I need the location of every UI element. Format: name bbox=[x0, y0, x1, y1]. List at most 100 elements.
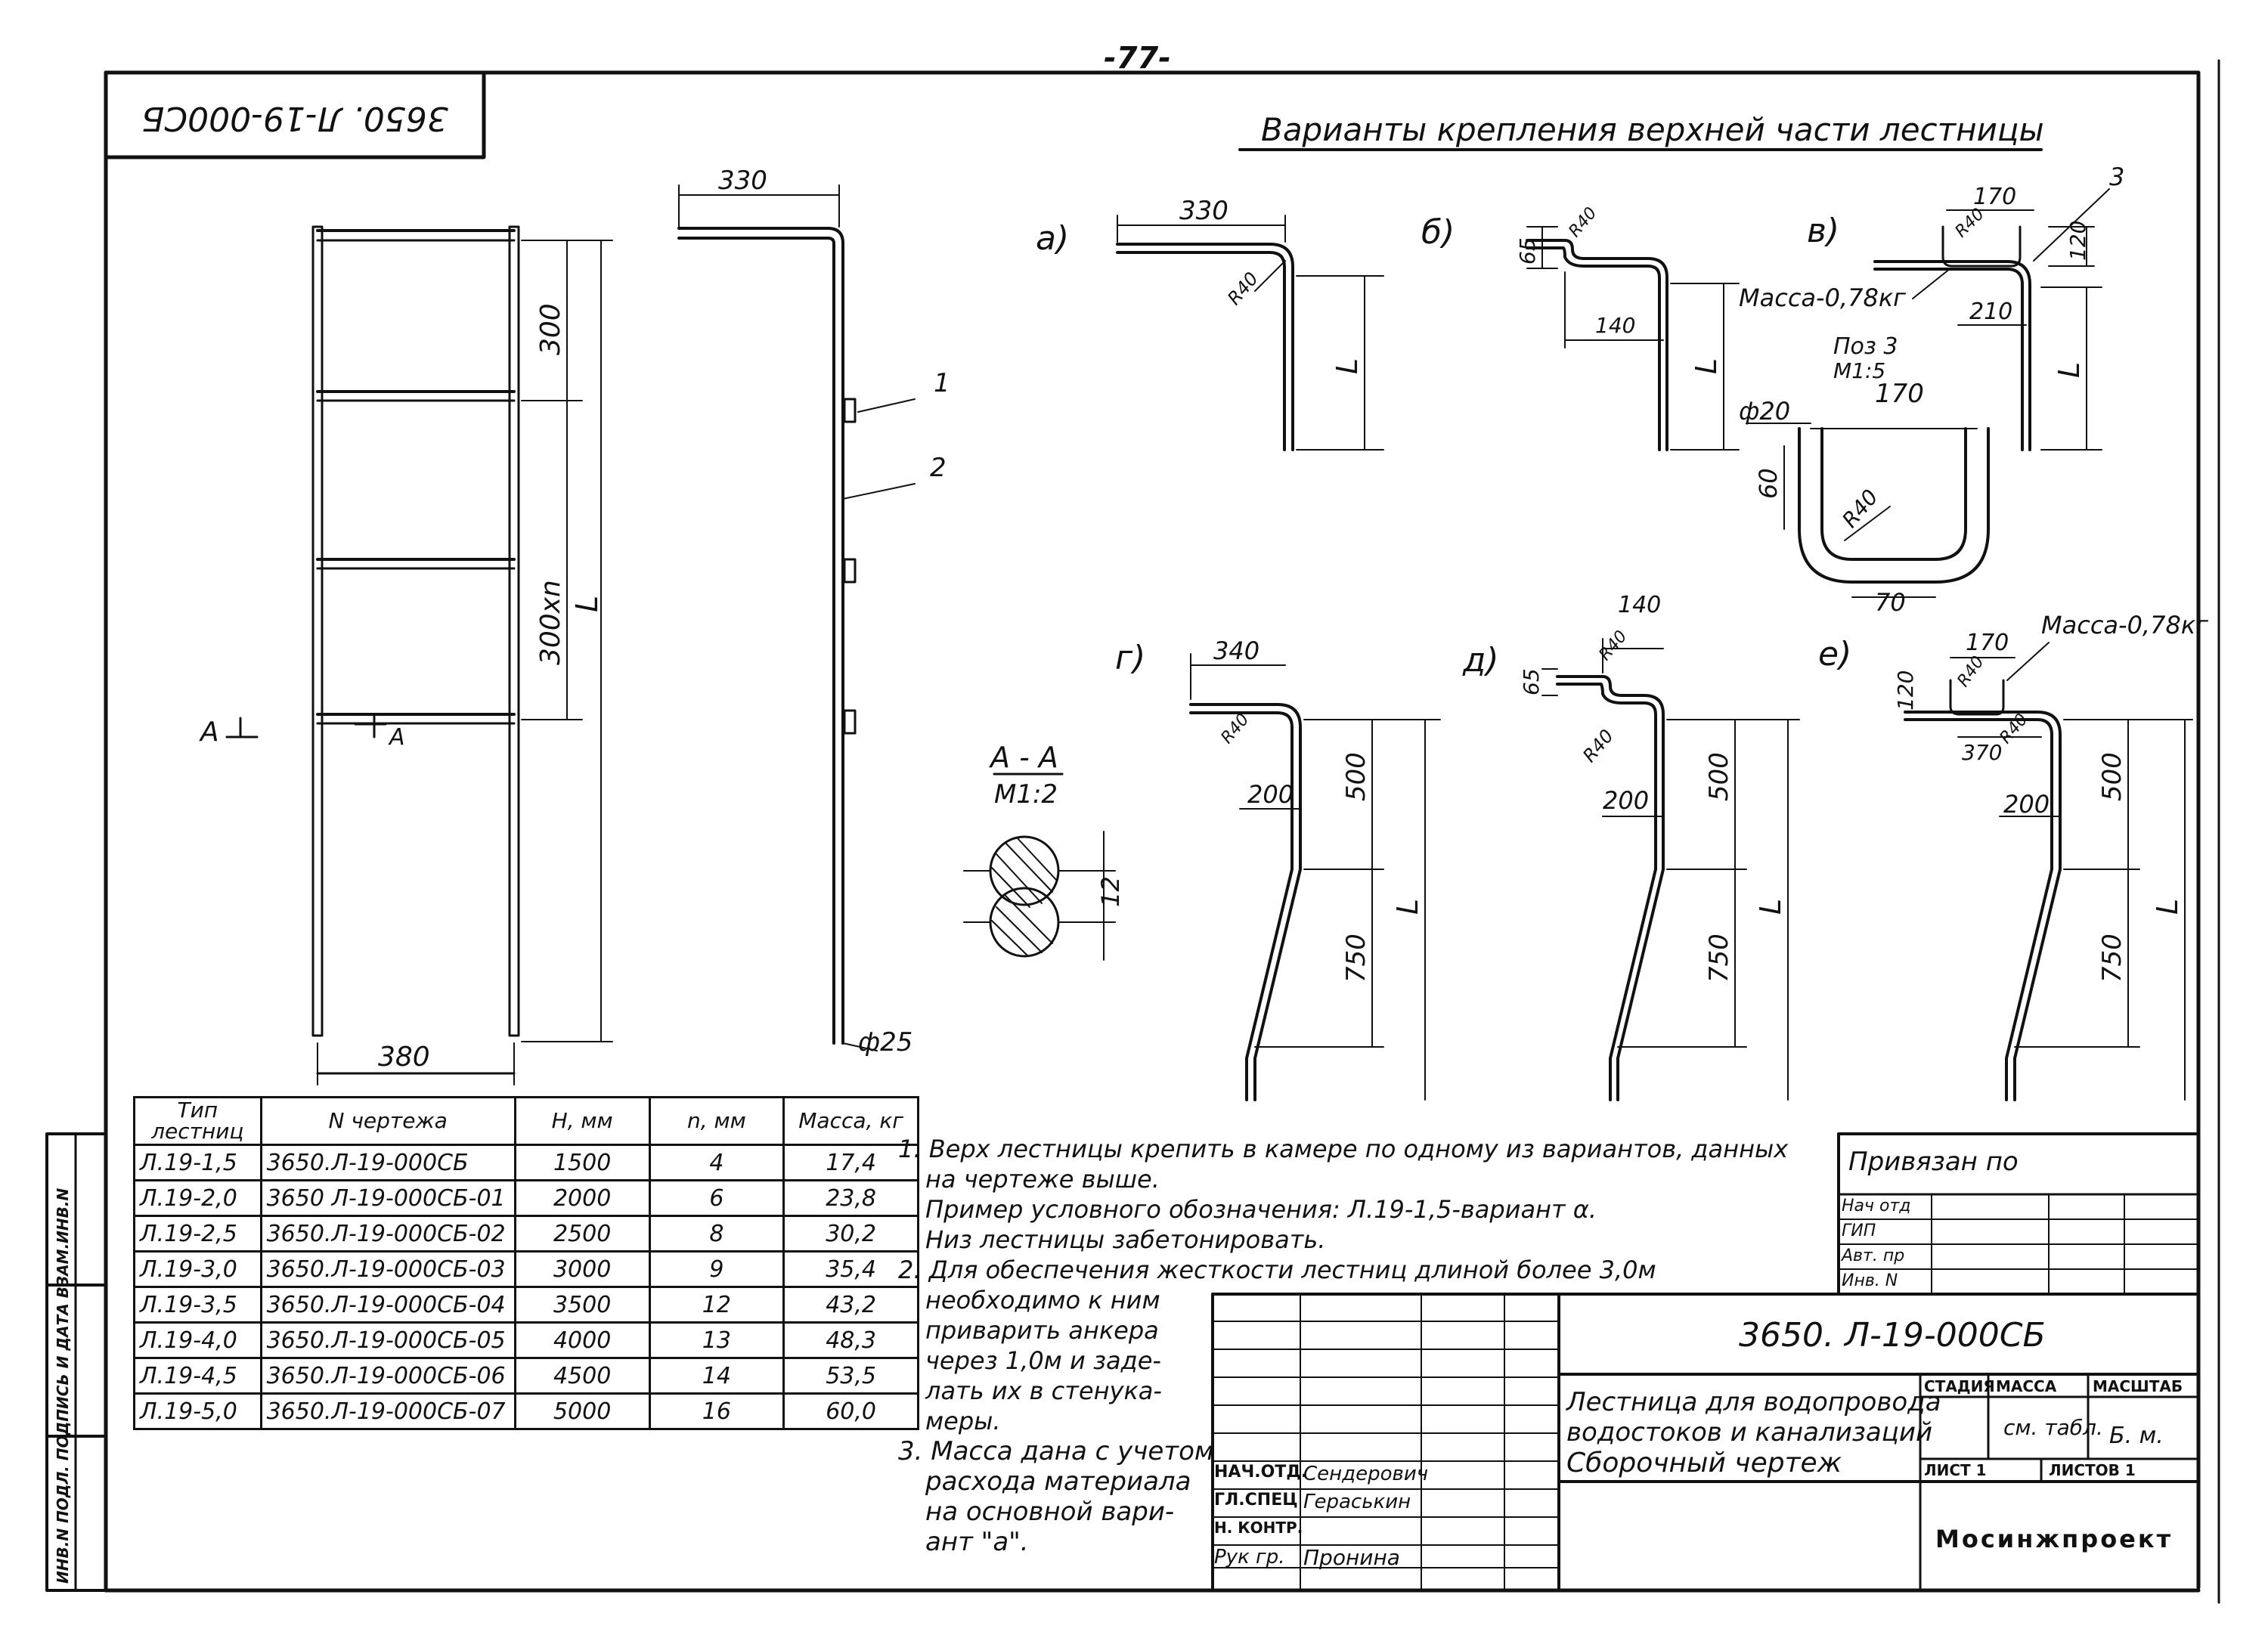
dim-v-210: 210 bbox=[1969, 299, 2012, 325]
dim-e-l: L bbox=[2151, 899, 2184, 915]
table-cell: Л.19-2,5 bbox=[133, 1215, 262, 1253]
section-aa-12: 12 bbox=[1096, 876, 1125, 907]
table-cell: Л.19-4,5 bbox=[133, 1357, 262, 1395]
dim-e-370: 370 bbox=[1962, 740, 2002, 765]
table-cell: 16 bbox=[648, 1392, 785, 1430]
note-line: Пример условного обозначения: Л.19-1,5-в… bbox=[925, 1195, 1597, 1224]
table-cell: 43,2 bbox=[782, 1286, 919, 1324]
table-cell: 3500 bbox=[513, 1286, 651, 1324]
table-cell: 3650.Л-19-000СБ bbox=[259, 1144, 516, 1181]
table-cell: 3650.Л-19-000СБ-05 bbox=[259, 1321, 516, 1359]
stage-label: СТАДИЯ bbox=[1924, 1377, 1995, 1395]
section-title: Варианты крепления верхней части лестниц… bbox=[1261, 111, 2044, 148]
note-line: лать их в стенука- bbox=[925, 1376, 1162, 1405]
sign-name: Сендерович bbox=[1303, 1463, 1429, 1485]
pos3-r40: R40 bbox=[1837, 485, 1883, 532]
dim-a-r40: R40 bbox=[1223, 268, 1263, 309]
variant-e-label: е) bbox=[1818, 635, 1851, 674]
table-cell: 14 bbox=[648, 1357, 785, 1395]
dim-e-750: 750 bbox=[2097, 934, 2127, 983]
sign-name: Гераськин bbox=[1303, 1491, 1411, 1513]
dim-e-r40: R40 bbox=[1954, 653, 1988, 691]
note-line: 3. Масса дана с учетом bbox=[898, 1436, 1214, 1466]
note-line: приварить анкера bbox=[925, 1316, 1159, 1345]
table-cell: 4 bbox=[648, 1144, 785, 1181]
table-cell: 48,3 bbox=[782, 1321, 919, 1359]
dim-g-750: 750 bbox=[1341, 934, 1371, 983]
table-cell: 17,4 bbox=[782, 1144, 919, 1181]
table-cell: 2500 bbox=[513, 1215, 651, 1253]
table-cell: 3650.Л-19-000СБ-02 bbox=[259, 1215, 516, 1253]
section-mark-left: А bbox=[199, 717, 219, 748]
dim-d-140: 140 bbox=[1618, 592, 1661, 618]
note-line: на чертеже выше. bbox=[925, 1165, 1160, 1194]
dim-d-r40: R40 bbox=[1595, 627, 1631, 664]
note-line: 1. Верх лестницы крепить в камере по одн… bbox=[898, 1135, 1789, 1163]
table-cell: Л.19-2,0 bbox=[133, 1179, 262, 1217]
table-cell: 23,8 bbox=[782, 1179, 919, 1217]
pos3-title: Поз 3 bbox=[1833, 333, 1898, 360]
doc-title-line: Лестница для водопровода bbox=[1566, 1387, 1941, 1417]
dim-e-120: 120 bbox=[1893, 670, 1918, 711]
dim-step-300: 300 bbox=[535, 303, 566, 355]
bound-row: Нач отд bbox=[1842, 1197, 1911, 1215]
note-line: меры. bbox=[925, 1407, 1001, 1435]
table-cell: 9 bbox=[648, 1250, 785, 1288]
table-cell: 3650 Л-19-000СБ-01 bbox=[259, 1179, 516, 1217]
dim-v-170: 170 bbox=[1973, 184, 2016, 210]
sign-name: Пронина bbox=[1303, 1545, 1400, 1570]
dim-b-65: 65 bbox=[1515, 237, 1540, 265]
variant-g-label: г) bbox=[1115, 639, 1145, 677]
table-cell: 13 bbox=[648, 1321, 785, 1359]
table-cell: 1500 bbox=[513, 1144, 651, 1181]
org-name: Мосинжпроект bbox=[1935, 1525, 2174, 1553]
header-n: n, мм bbox=[648, 1096, 785, 1146]
dim-b-l: L bbox=[1690, 358, 1723, 374]
spec-table: Тип лестниц N чертежа H, мм n, мм Масса,… bbox=[133, 1096, 919, 1430]
pos3-170: 170 bbox=[1875, 379, 1924, 409]
pos3-60: 60 bbox=[1754, 468, 1783, 499]
dim-e-mass: Масса-0,78кг bbox=[2041, 611, 2208, 639]
doc-title-line: Сборочный чертеж bbox=[1566, 1448, 1842, 1479]
dim-rod-dia: ф25 bbox=[858, 1027, 912, 1057]
section-aa-title: А - А bbox=[988, 741, 1058, 774]
table-cell: 2000 bbox=[513, 1179, 651, 1217]
dim-d-200: 200 bbox=[1603, 786, 1649, 815]
sheet-label: ЛИСТ 1 bbox=[1924, 1461, 1987, 1479]
leader-2: 2 bbox=[930, 453, 947, 483]
note-line: необходимо к ним bbox=[925, 1286, 1160, 1315]
sign-role: ГЛ.СПЕЦ bbox=[1214, 1491, 1298, 1510]
doc-code: 3650. Л-19-000СБ bbox=[1739, 1316, 2046, 1355]
dim-b-140: 140 bbox=[1595, 313, 1635, 338]
dim-g-200: 200 bbox=[1247, 780, 1294, 809]
doc-title-line: водостоков и канализаций bbox=[1566, 1417, 1933, 1448]
table-cell: Л.19-3,5 bbox=[133, 1286, 262, 1324]
table-cell: 60,0 bbox=[782, 1392, 919, 1430]
bound-row: Авт. пр bbox=[1842, 1246, 1905, 1265]
table-cell: Л.19-5,0 bbox=[133, 1392, 262, 1430]
note-line: ант "а". bbox=[925, 1527, 1029, 1557]
dim-g-500: 500 bbox=[1341, 752, 1371, 801]
table-cell: 4500 bbox=[513, 1357, 651, 1395]
table-cell: 3650.Л-19-000СБ-06 bbox=[259, 1357, 516, 1395]
mass-value: см. табл. bbox=[2003, 1415, 2103, 1440]
variant-a-label: а) bbox=[1036, 219, 1069, 258]
section-mark-right: А bbox=[388, 724, 405, 751]
header-h: H, мм bbox=[513, 1096, 651, 1146]
header-drawing: N чертежа bbox=[259, 1096, 516, 1146]
sign-role: НАЧ.ОТД. bbox=[1214, 1463, 1308, 1482]
table-cell: 3000 bbox=[513, 1250, 651, 1288]
dim-a-l: L bbox=[1331, 358, 1364, 374]
header-type: Тип лестниц bbox=[133, 1096, 262, 1146]
dim-v-mass: Масса-0,78кг bbox=[1739, 283, 1906, 312]
scale-value: Б. м. bbox=[2109, 1423, 2164, 1449]
bound-to-label: Привязан по bbox=[1848, 1147, 2019, 1177]
note-line: Низ лестницы забетонировать. bbox=[925, 1225, 1326, 1254]
side-stamp: ИНВ.N ПОДЛ. ПОДПИСЬ И ДАТА ВЗАМ.ИНВ.N bbox=[54, 1188, 72, 1584]
